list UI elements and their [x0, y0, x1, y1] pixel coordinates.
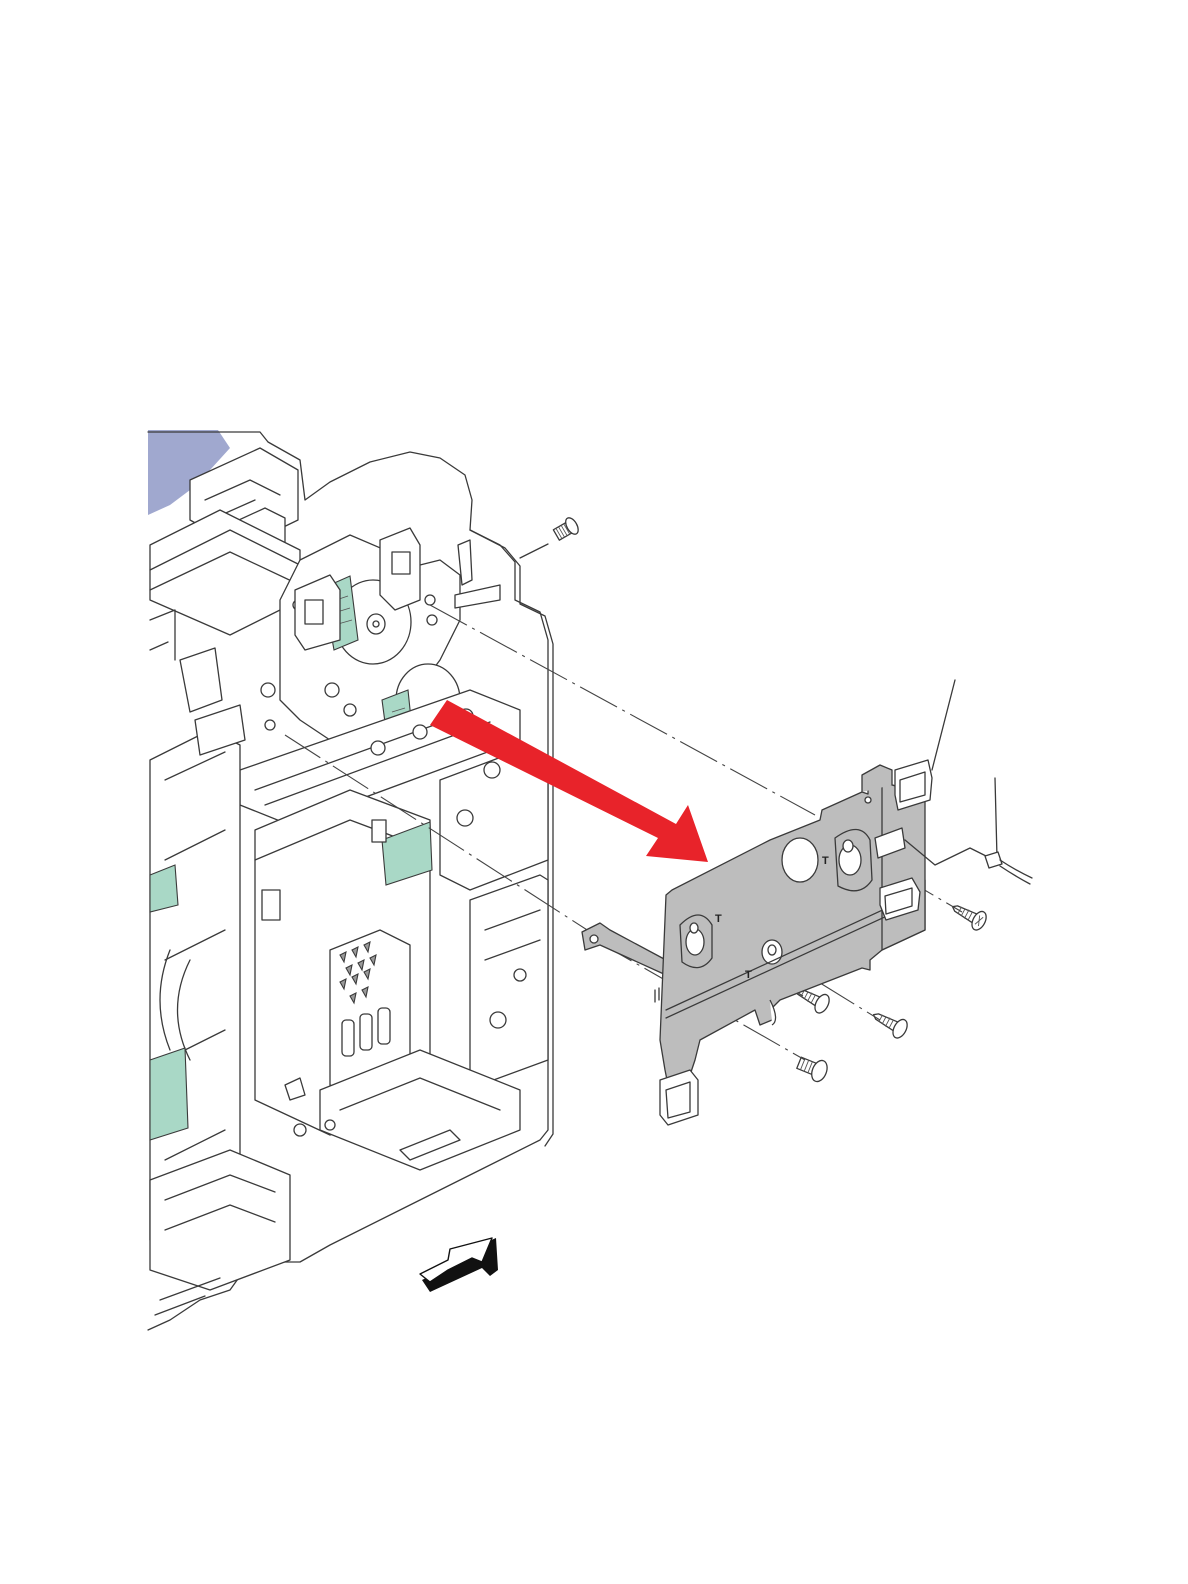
view-direction-arrow-icon	[420, 1238, 498, 1292]
printer-chassis	[148, 430, 553, 1330]
connector-icon	[895, 760, 932, 810]
hole-marker-left: T	[715, 913, 722, 925]
connector-icon	[660, 1070, 698, 1125]
screw-icon	[552, 516, 581, 543]
hole-marker-middle: T	[745, 969, 752, 981]
screw-icon	[948, 898, 989, 933]
hole-marker-top: T	[822, 855, 829, 867]
screw-icon	[869, 1006, 910, 1041]
